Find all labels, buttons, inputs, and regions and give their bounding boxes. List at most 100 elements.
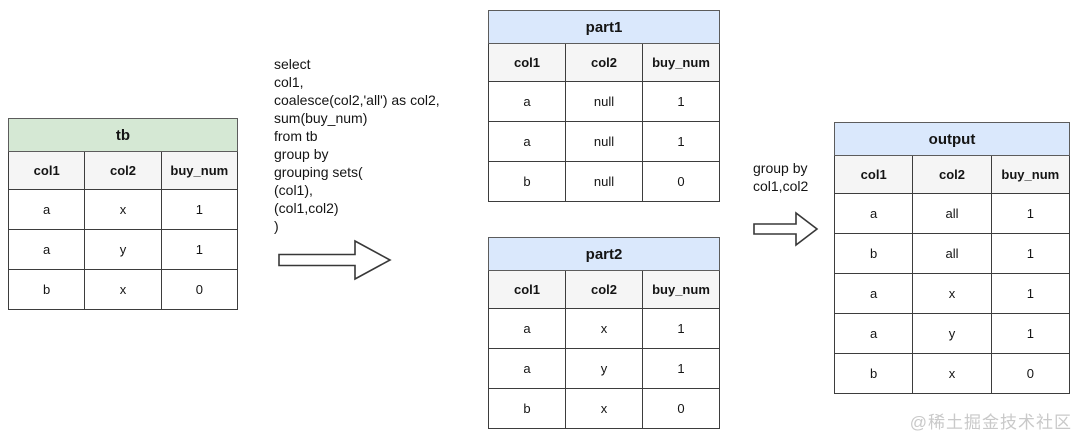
table-cell: a — [488, 308, 566, 349]
column-header: buy_num — [642, 43, 720, 82]
column-header: col1 — [488, 43, 566, 82]
table-cell: 1 — [642, 121, 720, 162]
text-line: col1, — [274, 74, 304, 90]
right-arrow-icon — [753, 211, 819, 247]
table-cell: 1 — [990, 313, 1071, 354]
table-title-row: part1 — [488, 10, 720, 44]
table-cell: a — [833, 193, 914, 234]
table-cell: 0 — [642, 161, 720, 202]
column-header: col2 — [565, 43, 643, 82]
table-cell: b — [7, 269, 86, 310]
right-arrow-icon — [278, 239, 392, 281]
table-title: tb — [8, 118, 238, 152]
table-cell: y — [84, 229, 162, 270]
text-line: sum(buy_num) — [274, 110, 368, 126]
table-cell: x — [912, 273, 992, 314]
table-cell: x — [912, 353, 992, 394]
column-header: col2 — [565, 270, 643, 309]
table-cell: a — [488, 81, 566, 122]
text-line: (col1,col2) — [274, 200, 339, 216]
table-cell: y — [912, 313, 992, 354]
table-cell: x — [84, 189, 162, 230]
text-line: from tb — [274, 128, 318, 144]
table-cell: b — [833, 353, 914, 394]
column-header: buy_num — [642, 270, 720, 309]
column-header: col2 — [84, 151, 162, 190]
table-cell: 1 — [642, 348, 720, 389]
table-cell: a — [7, 229, 86, 270]
table-cell: null — [565, 121, 643, 162]
column-header: col1 — [833, 155, 914, 194]
text-line: grouping sets( — [274, 164, 363, 180]
table-cell: 1 — [990, 273, 1071, 314]
table-cell: 1 — [990, 233, 1071, 274]
table-title: part2 — [488, 237, 720, 271]
table-cell: b — [488, 161, 566, 202]
table-cell: a — [488, 348, 566, 389]
text-line: (col1), — [274, 182, 313, 198]
column-header: col1 — [7, 151, 86, 190]
table-cell: x — [565, 388, 643, 429]
table-cell: 1 — [642, 81, 720, 122]
table-cell: null — [565, 161, 643, 202]
column-header: buy_num — [160, 151, 239, 190]
watermark: @稀土掘金技术社区 — [909, 413, 1072, 432]
text-line: group by — [753, 160, 808, 176]
table-title-row: output — [834, 122, 1070, 156]
sql-query-text: select col1, coalesce(col2,'all') as col2,… — [274, 55, 440, 235]
table-cell: 0 — [990, 353, 1071, 394]
table-cell: a — [833, 313, 914, 354]
table-cell: 0 — [642, 388, 720, 429]
table-title: output — [834, 122, 1070, 156]
column-header: buy_num — [990, 155, 1071, 194]
table-cell: a — [488, 121, 566, 162]
column-header: col2 — [912, 155, 992, 194]
text-line: ) — [274, 218, 279, 234]
table-cell: b — [488, 388, 566, 429]
table-cell: a — [7, 189, 86, 230]
text-line: group by — [274, 146, 329, 162]
table-cell: x — [565, 308, 643, 349]
table-cell: 1 — [990, 193, 1071, 234]
table-cell: null — [565, 81, 643, 122]
table-title: part1 — [488, 10, 720, 44]
table-cell: 0 — [160, 269, 239, 310]
table-cell: y — [565, 348, 643, 389]
group-by-label: group by col1,col2 — [753, 159, 808, 195]
table-cell: all — [912, 233, 992, 274]
text-line: col1,col2 — [753, 178, 809, 194]
table-cell: 1 — [160, 229, 239, 270]
table-cell: 1 — [642, 308, 720, 349]
column-header: col1 — [488, 270, 566, 309]
table-cell: x — [84, 269, 162, 310]
text-line: select — [274, 56, 311, 72]
table-cell: 1 — [160, 189, 239, 230]
table-cell: all — [912, 193, 992, 234]
text-line: coalesce(col2,'all') as col2, — [274, 92, 440, 108]
table-title-row: tb — [8, 118, 238, 152]
table-cell: a — [833, 273, 914, 314]
